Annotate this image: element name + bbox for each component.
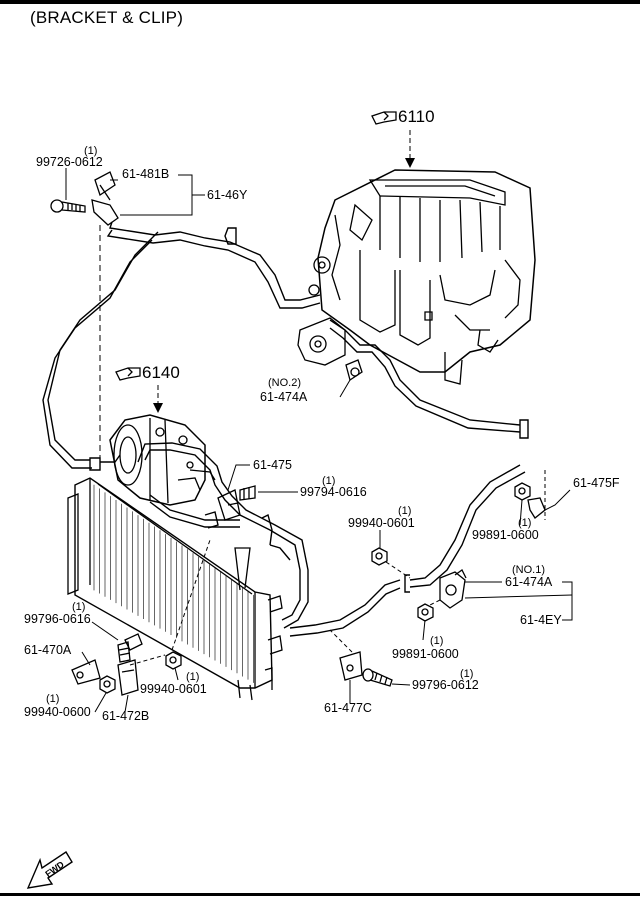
ref-6110: 6110 <box>398 107 435 126</box>
part-61-475: 61-475 <box>253 458 292 472</box>
part-61-474A-no1: 61-474A <box>505 575 553 589</box>
leader-lines <box>65 130 573 713</box>
qty-99796-left: (1) <box>72 601 85 613</box>
condenser <box>67 477 283 701</box>
bottom-rule <box>0 893 640 896</box>
qty-99796-right: (1) <box>460 668 473 680</box>
part-99796-0616-left: 99796-0616 <box>24 612 91 626</box>
refrigerant-piping <box>42 221 529 637</box>
qty-99794: (1) <box>322 475 335 487</box>
heater-unit <box>297 169 536 385</box>
qty-61-474A-no2: (NO.2) <box>268 377 301 389</box>
top-rule <box>0 0 640 4</box>
part-61-475F: 61-475F <box>573 476 620 490</box>
ref-6140: 6140 <box>142 363 180 382</box>
part-99891-0600-low: 99891-0600 <box>392 647 459 661</box>
part-99726-0612-top: 99726-0612 <box>36 155 103 169</box>
part-99940-0601-low: 99940-0601 <box>140 682 207 696</box>
qty-99940-0601-low: (1) <box>186 671 199 683</box>
part-61-4EY: 61-4EY <box>520 613 562 627</box>
reference-arrowhead <box>405 158 415 168</box>
part-61-481B: 61-481B <box>122 167 169 181</box>
condenser-fins <box>93 484 254 683</box>
hardware <box>50 171 546 696</box>
part-61-46Y: 61-46Y <box>207 188 248 202</box>
part-61-472B: 61-472B <box>102 709 149 723</box>
part-99940-0601-mid: 99940-0601 <box>348 516 415 530</box>
qty-99891-top: (1) <box>518 517 531 529</box>
qty-99940-0601-mid: (1) <box>398 505 411 517</box>
qty-61-474A-no1: (NO.1) <box>512 564 545 576</box>
part-99891-0600-top: 99891-0600 <box>472 528 539 542</box>
part-61-470A: 61-470A <box>24 643 72 657</box>
reference-arrowhead <box>153 403 163 413</box>
part-99940-0600: 99940-0600 <box>24 705 91 719</box>
qty-99940-0600: (1) <box>46 693 59 705</box>
page-title: (BRACKET & CLIP) <box>30 8 184 27</box>
part-99794-0616: 99794-0616 <box>300 485 367 499</box>
forward-arrow-icon: FWD <box>26 851 73 889</box>
part-61-477C: 61-477C <box>324 701 372 715</box>
qty-99726-top: (1) <box>84 145 97 157</box>
reference-hand-icon <box>115 367 141 381</box>
part-61-474A-no2: 61-474A <box>260 390 308 404</box>
part-99796-0612-right: 99796-0612 <box>412 678 479 692</box>
reference-hand-icon <box>371 111 397 125</box>
qty-99891-low: (1) <box>430 635 443 647</box>
